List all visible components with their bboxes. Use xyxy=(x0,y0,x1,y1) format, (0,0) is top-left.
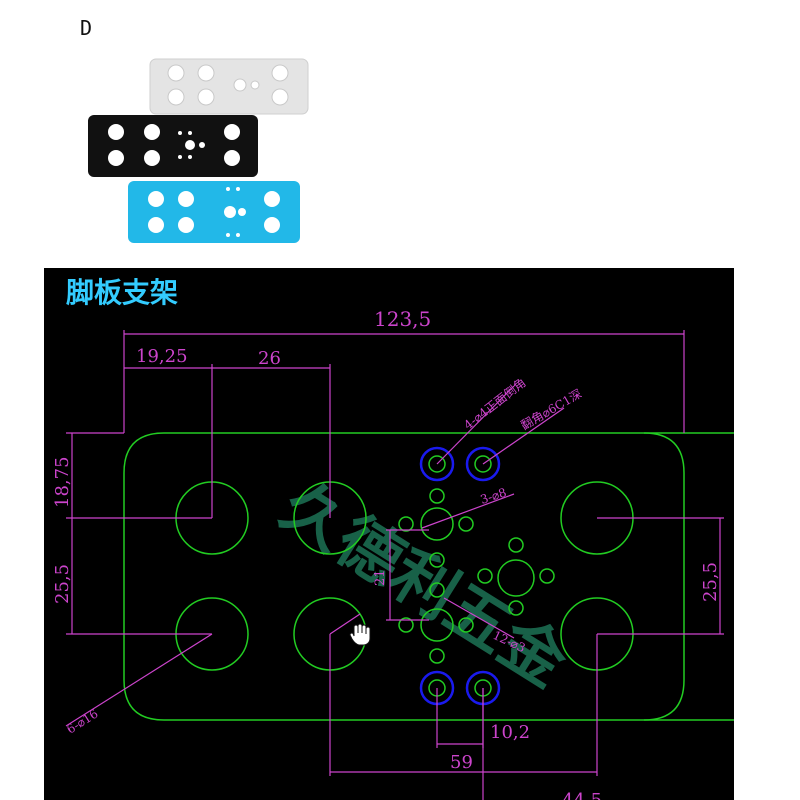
center-holes xyxy=(398,488,555,664)
medium-hole xyxy=(420,507,454,541)
blue-plate xyxy=(128,181,300,243)
dim-small-vertical: 21 xyxy=(373,569,388,586)
small-hole xyxy=(398,516,414,532)
product-photo xyxy=(88,58,309,243)
dimension-lines xyxy=(65,330,724,800)
small-hole xyxy=(458,617,474,633)
small-hole xyxy=(508,537,524,553)
drawing-title: 脚板支架 xyxy=(66,276,178,309)
dim-left-offset: 19,25 xyxy=(136,346,188,367)
medium-hole xyxy=(497,559,535,597)
variant-label: D xyxy=(80,16,93,40)
dim-row-pitch-right: 25,5 xyxy=(700,562,721,602)
medium-hole xyxy=(420,608,454,642)
dim-bottom-pitch-large: 59 xyxy=(450,752,473,773)
small-hole xyxy=(429,488,445,504)
dim-overall-width: 123,5 xyxy=(374,307,431,331)
small-hole xyxy=(508,600,524,616)
cad-background xyxy=(44,268,734,800)
hand-cursor-icon xyxy=(349,623,371,646)
dim-row-pitch-left: 25,5 xyxy=(52,564,73,604)
small-hole xyxy=(539,568,555,584)
dim-bottom-cut: 44,5 xyxy=(562,790,602,800)
small-hole xyxy=(458,516,474,532)
small-hole xyxy=(477,568,493,584)
cad-drawing: 脚板支架 久德利五金 xyxy=(44,268,734,800)
small-hole xyxy=(429,582,445,598)
black-plate xyxy=(88,115,258,177)
silver-plate xyxy=(149,58,309,115)
dim-top-offset: 18,75 xyxy=(52,456,73,508)
small-hole xyxy=(398,617,414,633)
dim-hole-pitch: 26 xyxy=(258,348,281,369)
small-hole xyxy=(429,648,445,664)
dim-bottom-pitch-small: 10,2 xyxy=(490,722,530,743)
small-hole xyxy=(429,552,445,568)
